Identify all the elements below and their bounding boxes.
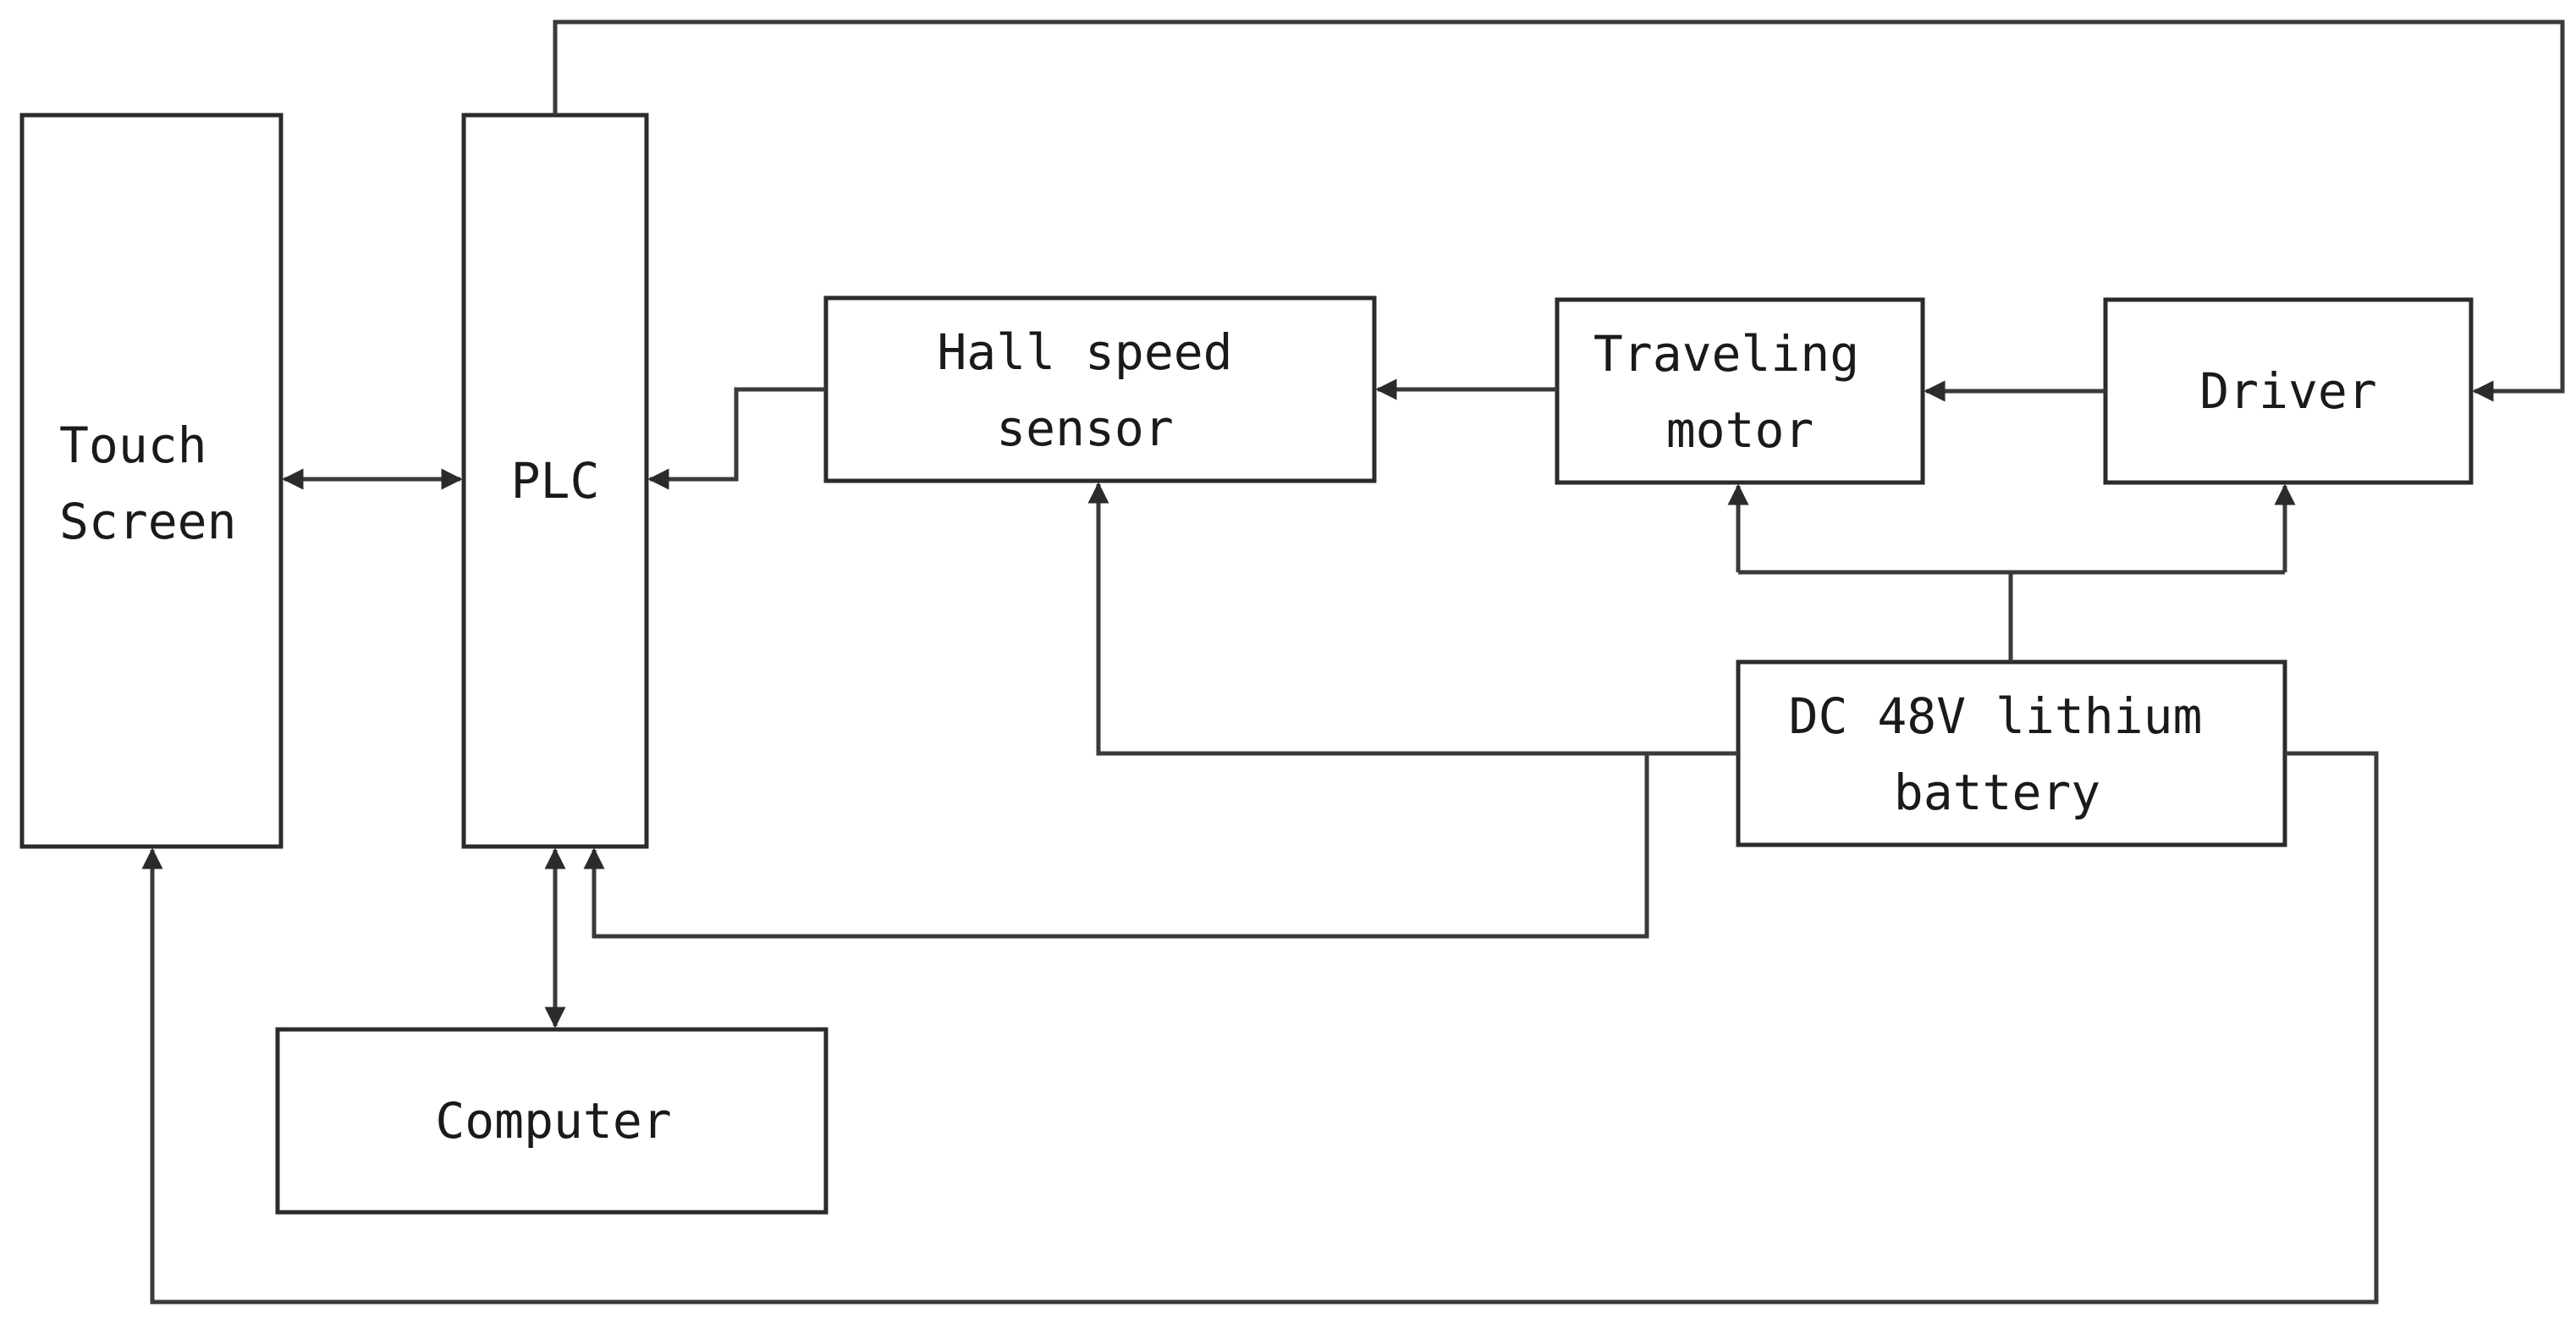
computer-block: Computer — [275, 1027, 828, 1215]
battery-power-trunk — [1738, 570, 2285, 662]
battery-block: DC 48V lithium battery — [1736, 659, 2287, 847]
battery-label-line2: battery — [1894, 764, 2100, 821]
battery-label-line1: DC 48V lithium — [1789, 687, 2203, 745]
traveling-motor-label-line1: Traveling — [1593, 325, 1859, 383]
battery-to-plc-arrow — [583, 753, 1649, 939]
hall-sensor-to-plc-arrow — [647, 387, 826, 490]
touch-screen-label-line2: Screen — [59, 493, 237, 550]
touch-screen-block: Touch Screen — [19, 113, 283, 849]
hall-speed-sensor-label-line1: Hall speed — [937, 323, 1232, 381]
computer-label: Computer — [435, 1092, 671, 1150]
hall-speed-sensor-label-line2: sensor — [996, 400, 1174, 457]
battery-to-touch-screen-arrow — [141, 751, 2379, 1305]
hall-speed-sensor-block: Hall speed sensor — [823, 295, 1377, 483]
plc-block: PLC — [461, 113, 649, 849]
plc-to-driver-arrow — [553, 19, 2565, 402]
traveling-motor-block: Traveling motor — [1555, 297, 1925, 485]
plc-label: PLC — [511, 452, 600, 510]
battery-to-hall-sensor-arrow — [1087, 482, 1738, 756]
driver-block: Driver — [2103, 297, 2474, 485]
traveling-motor-label-line2: motor — [1666, 401, 1814, 459]
touch-screen-label-line1: Touch — [59, 417, 207, 474]
driver-label: Driver — [2199, 362, 2377, 420]
